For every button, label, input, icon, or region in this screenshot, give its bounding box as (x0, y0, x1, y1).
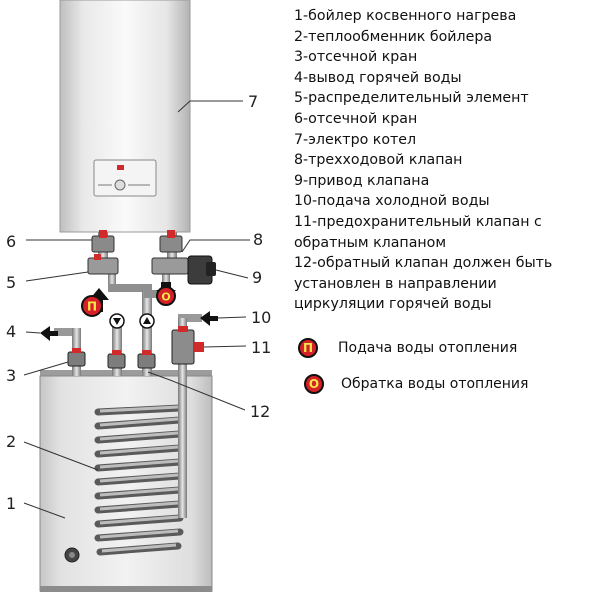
callout-8: 8 (253, 230, 264, 249)
callout-6: 6 (6, 232, 17, 251)
legend-item: циркуляции горячей воды (294, 296, 492, 313)
legend-item: 2-теплообменник бойлера (294, 28, 493, 45)
leader-lines (23, 100, 250, 519)
callout-9: 9 (252, 268, 263, 287)
svg-text:П: П (87, 300, 97, 314)
key-supply: П Подача воды отопления (298, 338, 517, 358)
callout-3: 3 (6, 366, 17, 385)
svg-text:О: О (161, 291, 170, 304)
safety-valve-11 (171, 326, 204, 365)
electric-boiler (59, 0, 191, 233)
legend-item: установлен в направлении (294, 275, 497, 292)
shutoff-valves-3 (67, 348, 156, 369)
legend-item: 4-вывод горячей воды (294, 69, 462, 86)
legend-item: обратным клапаном (294, 234, 447, 251)
legend-item: 1-бойлер косвенного нагрева (294, 8, 517, 24)
callout-4: 4 (6, 322, 17, 341)
legend-list: 1-бойлер косвенного нагрева 2-теплообмен… (294, 6, 594, 315)
valve-actuator-9 (187, 255, 216, 285)
key-supply-label: Подача воды отопления (338, 340, 518, 356)
supply-symbol-icon: П (298, 338, 318, 358)
distribution-element-5 (87, 254, 119, 275)
key-return: О Обратка воды отопления (304, 374, 528, 394)
return-badge: О (156, 286, 176, 306)
arrow-left-icon (40, 326, 58, 341)
legend-item: 6-отсечной кран (294, 110, 418, 127)
legend-item: 9-привод клапана (294, 172, 430, 189)
arrow-left-icon (200, 311, 218, 326)
legend-item: 11-предохранительный клапан с (294, 213, 542, 230)
legend-item: 7-электро котел (294, 131, 417, 148)
callout-1: 1 (6, 494, 17, 513)
callout-5: 5 (6, 273, 17, 292)
shutoff-valve-6 (91, 230, 115, 253)
legend-item: 8-трехходовой клапан (294, 152, 463, 169)
legend-item: 10-подача холодной воды (294, 193, 490, 210)
callout-2: 2 (6, 432, 17, 451)
supply-badge: П (81, 295, 103, 317)
callout-12: 12 (250, 402, 271, 421)
legend-item: 5-распределительный элемент (294, 90, 529, 107)
callout-10: 10 (251, 308, 272, 327)
callout-11: 11 (251, 338, 272, 357)
flow-arrows (40, 282, 218, 341)
key-return-label: Обратка воды отопления (341, 376, 529, 392)
legend-item: 12-обратный клапан должен быть (294, 255, 553, 272)
callout-7: 7 (248, 92, 259, 111)
return-symbol-icon: О (304, 374, 324, 394)
legend-item: 3-отсечной кран (294, 49, 418, 66)
